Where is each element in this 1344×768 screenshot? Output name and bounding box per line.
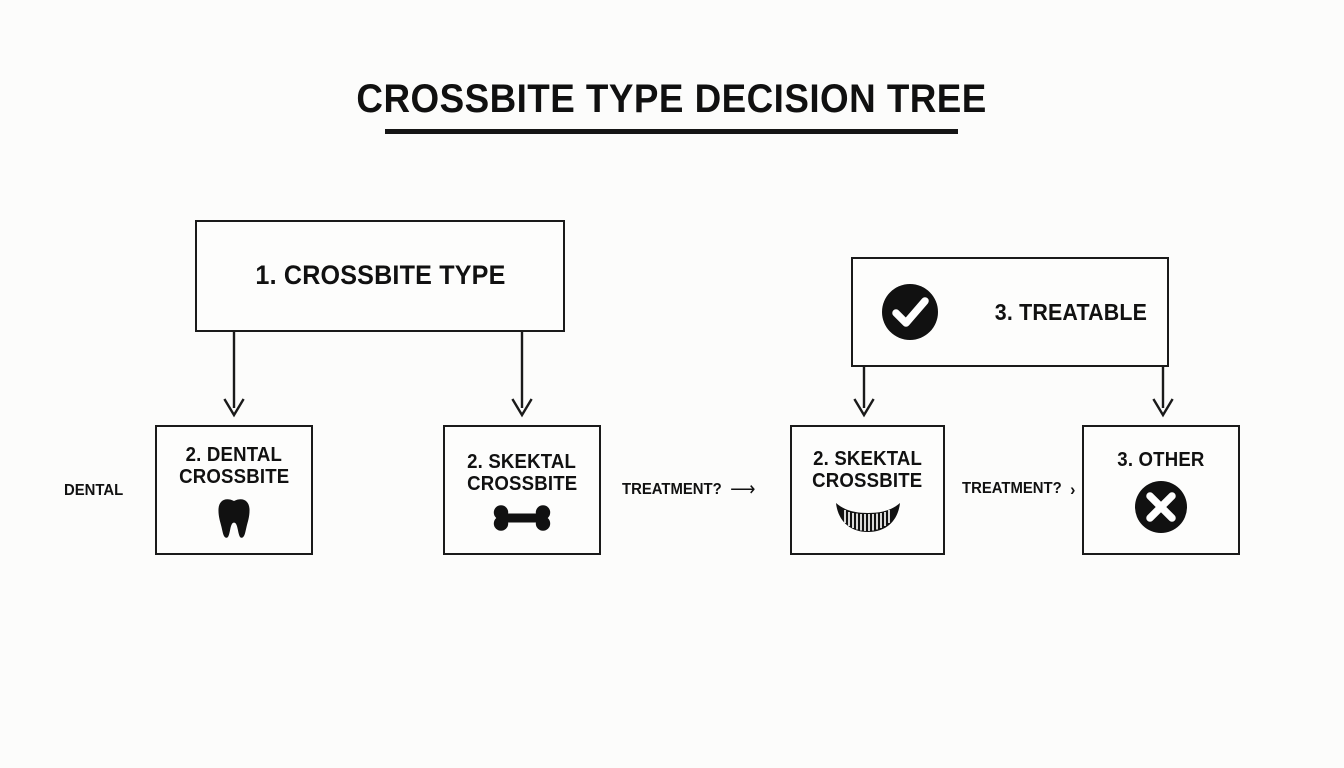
- node-crossbite-type[interactable]: 1. CROSSBITE TYPE: [195, 220, 565, 332]
- edge-label-treatment-2-text: TREATMENT?: [962, 480, 1062, 497]
- check-circle-icon: [881, 283, 939, 341]
- node-dental-crossbite[interactable]: 2. DENTAL CROSSBITE: [155, 425, 313, 555]
- node-skeletal-crossbite[interactable]: 2. SKEKTAL CROSSBITE: [443, 425, 601, 555]
- node-skeletal-crossbite-label-line2: CROSSBITE: [466, 473, 578, 495]
- node-other-label-line1: 3. OTHER: [1117, 449, 1205, 472]
- bone-icon: [493, 504, 551, 532]
- edge-label-dental-text: DENTAL: [64, 482, 124, 499]
- node-dental-crossbite-label-line1: 2. DENTAL: [185, 444, 283, 467]
- node-treatable-label: 3. TREATABLE: [994, 298, 1148, 325]
- node-dental-crossbite-label-line2: CROSSBITE: [178, 466, 290, 488]
- edge-label-dental: DENTAL: [64, 482, 123, 500]
- node-crossbite-type-label: 1. CROSSBITE TYPE: [254, 260, 506, 291]
- edge-label-treatment-1-text: TREATMENT?: [622, 480, 722, 498]
- node-skeletal-crossbite-label-line1: 2. SKEKTAL: [467, 451, 577, 474]
- node-skeletal-crossbite-2-label-line1: 2. SKEKTAL: [812, 448, 922, 471]
- x-circle-icon: [1134, 480, 1188, 534]
- arrow-right-icon: ⟶: [730, 479, 756, 500]
- node-skeletal-crossbite-2-label-line2: CROSSBITE: [812, 470, 923, 492]
- tooth-icon: [216, 497, 252, 539]
- jaw-teeth-icon: [834, 501, 902, 535]
- node-treatable[interactable]: 3. TREATABLE: [851, 257, 1169, 367]
- page-title-wrap: CROSSBITE TYPE DECISION TREE: [0, 78, 1344, 120]
- node-skeletal-crossbite-2[interactable]: 2. SKEKTAL CROSSBITE: [790, 425, 945, 555]
- edge-label-treatment-1: TREATMENT? ⟶: [622, 480, 755, 499]
- node-treatable-inner: 3. TREATABLE: [881, 283, 1153, 341]
- title-underline: [385, 129, 958, 134]
- page-title: CROSSBITE TYPE DECISION TREE: [356, 77, 988, 121]
- edge-label-treatment-2: TREATMENT? ›: [962, 480, 1075, 498]
- node-other[interactable]: 3. OTHER: [1082, 425, 1240, 555]
- chevron-right-icon: ›: [1070, 479, 1076, 499]
